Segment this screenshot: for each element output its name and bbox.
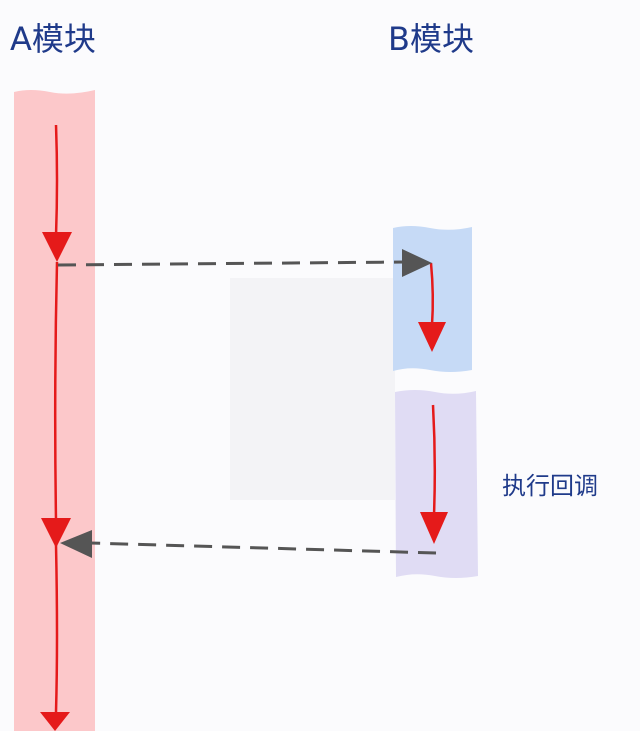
arrowhead-a-2 xyxy=(41,518,71,548)
background-panel xyxy=(230,278,395,500)
module-a-label: A模块 xyxy=(10,20,96,58)
callback-execution-block xyxy=(395,390,478,578)
callback-label: 执行回调 xyxy=(502,472,598,500)
callback-flow-line xyxy=(431,404,437,516)
module-a-flow-line-1 xyxy=(54,124,59,237)
call-line-a-to-b xyxy=(57,260,406,267)
call-arrows xyxy=(57,260,437,555)
arrowhead-call xyxy=(402,249,432,277)
arrowhead-a-1 xyxy=(42,232,72,262)
flow-arrows xyxy=(53,124,437,713)
module-b-flow-line xyxy=(429,262,435,326)
call-arrowheads xyxy=(60,249,432,558)
arrowhead-b xyxy=(418,322,446,352)
return-line-b-to-a xyxy=(89,541,437,555)
arrowhead-callback xyxy=(420,512,448,544)
arrowhead-return xyxy=(60,530,92,558)
arrowhead-a-3 xyxy=(40,712,70,731)
module-b-label: B模块 xyxy=(388,20,474,58)
module-a-flow-line-2 xyxy=(53,261,59,521)
module-a-flow-line-3 xyxy=(54,544,59,713)
flow-arrowheads xyxy=(40,232,448,731)
